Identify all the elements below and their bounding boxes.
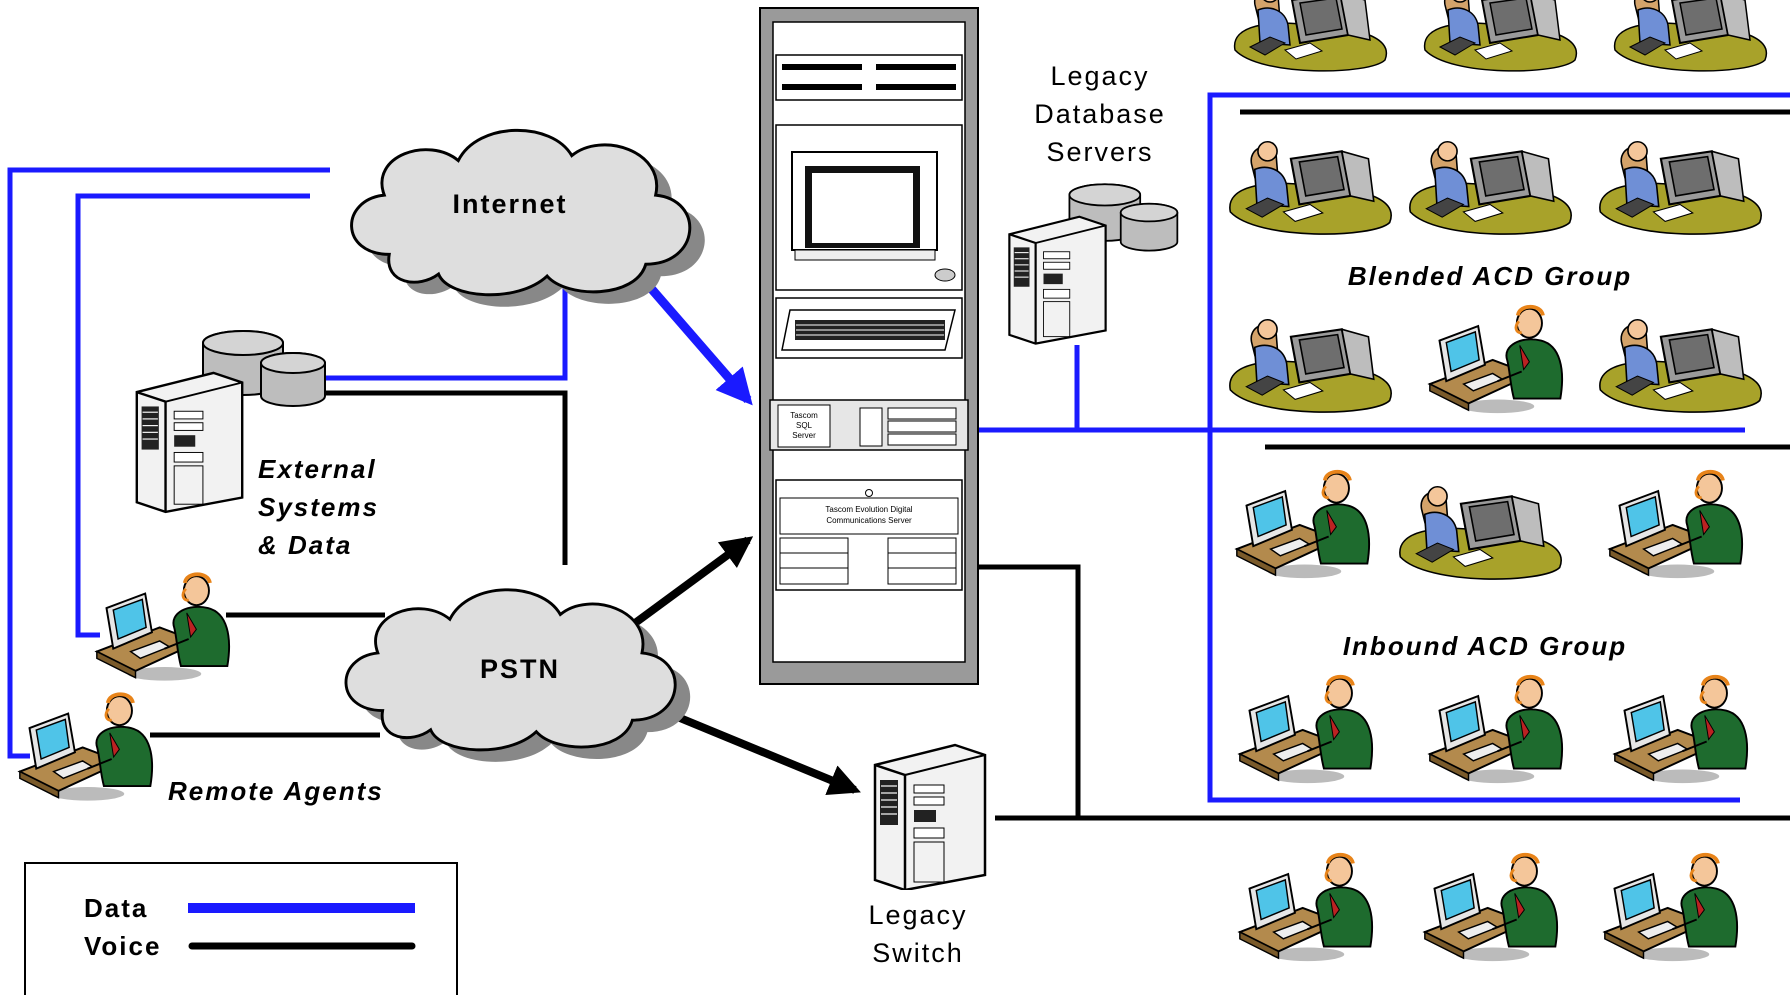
agent-workstation-icon: [1612, 674, 1750, 785]
phone-agent-icon: [1408, 140, 1573, 236]
agent-workstation-icon: [1237, 852, 1375, 963]
legacy-switch-label-1: Legacy: [868, 900, 967, 930]
legend-voice-label: Voice: [84, 931, 161, 961]
phone-agent-icon: [1598, 140, 1763, 236]
server-tower-icon: [1008, 215, 1107, 345]
phone-agent-icon: [1613, 0, 1768, 72]
agent-workstation-icon: [1607, 469, 1745, 580]
pstn-cloud: PSTN: [344, 588, 691, 762]
server-tower-icon: [135, 371, 244, 514]
legacy-switch-label-2: Switch: [872, 938, 964, 968]
inbound-acd-group: Inbound ACD Group: [1234, 469, 1750, 785]
agent-workstation-icon: [20, 694, 152, 800]
agent-workstation-icon: [1422, 852, 1560, 963]
blended-acd-group: Blended ACD Group: [1228, 140, 1763, 415]
voice-links: [150, 109, 1790, 821]
comm-server-label-2: Communications Server: [826, 516, 912, 525]
external-label-line3: & Data: [258, 530, 352, 560]
server-tower-icon: [873, 743, 987, 890]
external-label-line1: External: [258, 454, 377, 484]
agent-workstation-icon: [1427, 674, 1565, 785]
agent-workstation-icon: [97, 574, 229, 680]
comm-server-label-1: Tascom Evolution Digital: [825, 505, 912, 514]
phone-agent-icon: [1228, 318, 1393, 414]
external-systems: External Systems & Data: [135, 329, 379, 560]
phone-agent-icon: [1398, 485, 1563, 581]
inbound-group-label: Inbound ACD Group: [1343, 631, 1627, 661]
internet-cloud: Internet: [349, 128, 705, 307]
agent-workstation-icon: [1602, 852, 1740, 963]
remote-agents-label: Remote Agents: [168, 776, 384, 806]
sql-server-label-2: SQL: [796, 421, 813, 430]
data-links: [7, 92, 1790, 803]
tascom-rack: Tascom SQL Server Tascom Evolution Digit…: [759, 7, 979, 685]
legacy-db-label-3: Servers: [1046, 137, 1153, 167]
legacy-db-label-1: Legacy: [1050, 61, 1149, 91]
sql-server-label-1: Tascom: [790, 411, 818, 420]
legacy-db-label-2: Database: [1034, 99, 1166, 129]
sql-server-label-3: Server: [792, 431, 816, 440]
legacy-switch: Legacy Switch: [868, 743, 987, 968]
agent-workstation-icon: [1427, 304, 1565, 415]
agent-workstation-icon: [1234, 469, 1372, 580]
legacy-database-servers: Legacy Database Servers: [1008, 61, 1179, 345]
phone-agent-icon: [1228, 140, 1393, 236]
legend: Data Voice: [24, 862, 458, 995]
phone-agent-icon: [1233, 0, 1388, 72]
internet-label: Internet: [452, 189, 567, 219]
pstn-label: PSTN: [480, 654, 560, 684]
agent-workstation-icon: [1237, 674, 1375, 785]
external-label-line2: Systems: [258, 492, 379, 522]
outbound-row-top: [1233, 0, 1768, 72]
phone-agent-icon: [1598, 318, 1763, 414]
remote-agents: Remote Agents: [20, 574, 384, 806]
legend-data-label: Data: [84, 893, 148, 923]
outbound-row-bottom: [1237, 852, 1740, 963]
phone-agent-icon: [1423, 0, 1578, 72]
blended-group-label: Blended ACD Group: [1348, 261, 1632, 291]
